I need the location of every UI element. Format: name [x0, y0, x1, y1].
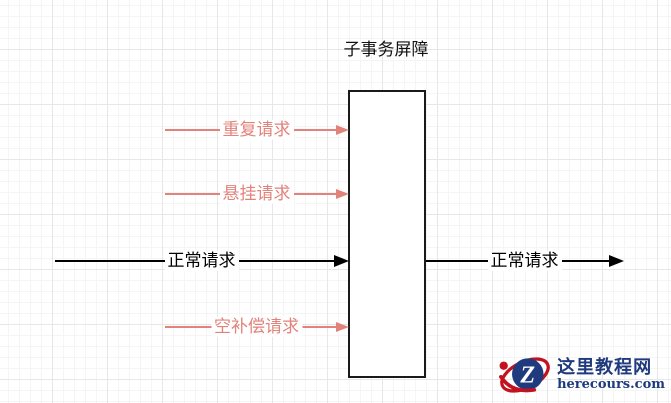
arrow-suspended-request: 悬挂请求 [165, 183, 349, 205]
arrow-normal-request-in: 正常请求 [55, 250, 349, 272]
arrow-duplicate-request: 重复请求 [165, 119, 349, 141]
arrowhead-icon [334, 255, 349, 267]
watermark-text: 这里教程网 herecours.com [557, 356, 669, 392]
arrow-label: 重复请求 [219, 119, 294, 141]
arrow-normal-request-out: 正常请求 [426, 250, 624, 272]
arrow-label: 空补偿请求 [211, 316, 302, 338]
site-logo-icon: Z [499, 357, 550, 393]
arrowhead-icon [336, 189, 349, 199]
arrowhead-icon [336, 125, 349, 135]
site-url: herecours.com [557, 376, 665, 392]
arrowhead-icon [336, 322, 349, 332]
diagram-title: 子事务屏障 [343, 40, 429, 59]
watermark: Z 这里教程网 herecours.com [497, 350, 669, 400]
barrier-box [348, 90, 426, 378]
site-name: 这里教程网 [557, 356, 653, 377]
arrow-label: 悬挂请求 [219, 183, 294, 205]
arrowhead-icon [609, 255, 624, 267]
arrow-label: 正常请求 [487, 250, 562, 272]
arrow-label: 正常请求 [164, 250, 239, 272]
logo-letter: Z [520, 362, 536, 388]
arrow-empty-compensation-request: 空补偿请求 [165, 316, 349, 338]
